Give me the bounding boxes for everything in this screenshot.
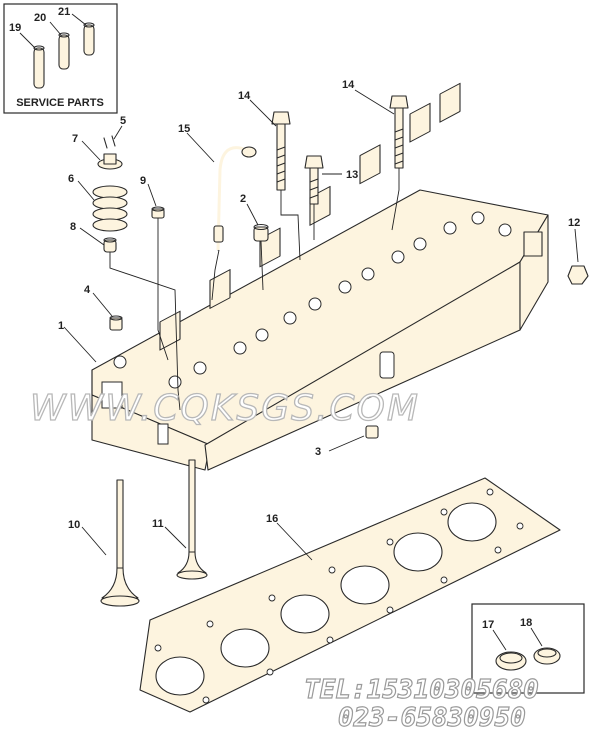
head-gasket-16 — [139, 477, 561, 713]
valve-spring-6 — [92, 185, 128, 232]
valve-spring-stack — [92, 135, 128, 253]
contact-phone: 023-65830950 — [338, 703, 526, 733]
callout-13: 13 — [346, 169, 358, 181]
service-part-20 — [49, 21, 70, 70]
callout-20: 20 — [34, 12, 46, 24]
callout-18: 18 — [520, 617, 532, 629]
valve-10 — [100, 479, 140, 607]
sleeve-2 — [253, 223, 269, 242]
callout-16: 16 — [266, 513, 278, 525]
valve-keepers-5 — [103, 135, 116, 149]
cap-9 — [151, 206, 165, 219]
callout-14-right: 14 — [342, 79, 355, 91]
callout-10: 10 — [68, 519, 80, 531]
valve-11 — [176, 459, 208, 580]
plug-4 — [109, 315, 123, 331]
callout-2: 2 — [240, 193, 246, 205]
callout-1: 1 — [58, 320, 64, 332]
callout-12: 12 — [568, 217, 580, 229]
gasket-kit-box — [471, 603, 585, 694]
callout-9: 9 — [140, 175, 146, 187]
callout-6: 6 — [68, 173, 74, 185]
fitting-12 — [567, 265, 589, 285]
service-part-19 — [19, 32, 45, 89]
callout-8: 8 — [70, 221, 76, 233]
seal-ring-17 — [492, 629, 527, 671]
callout-5: 5 — [120, 115, 126, 127]
bolt-13 — [304, 155, 324, 205]
callout-19: 19 — [9, 22, 21, 34]
contact-tel: TEL:15310305680 — [304, 675, 539, 705]
front-bosses — [101, 351, 395, 445]
seal-ring-18 — [530, 627, 561, 665]
service-part-21 — [71, 13, 95, 56]
callout-15: 15 — [178, 123, 190, 135]
callout-7: 7 — [72, 133, 78, 145]
leader-lines — [63, 89, 579, 561]
callout-14-left: 14 — [238, 90, 251, 102]
service-parts-box: SERVICE PARTS — [3, 3, 118, 114]
callout-17: 17 — [482, 619, 494, 631]
plug-3 — [365, 425, 379, 439]
callout-11: 11 — [152, 518, 164, 530]
cylinder-head-block — [91, 82, 549, 471]
service-parts-title: SERVICE PARTS — [16, 97, 104, 109]
valve-seal-8 — [103, 237, 117, 253]
bolt-14-left — [271, 111, 291, 191]
tube-15 — [213, 146, 257, 251]
callout-21: 21 — [58, 6, 70, 18]
end-port — [523, 231, 543, 257]
bolt-14-right — [389, 95, 409, 169]
watermark-website: WWW.CQKSGS.COM — [30, 388, 420, 429]
callout-4: 4 — [84, 284, 91, 296]
callout-labels: 1 2 3 4 5 6 7 8 9 10 11 12 13 14 14 15 1… — [9, 6, 580, 631]
rocker-pedestals — [159, 82, 461, 351]
callout-3: 3 — [315, 446, 321, 458]
